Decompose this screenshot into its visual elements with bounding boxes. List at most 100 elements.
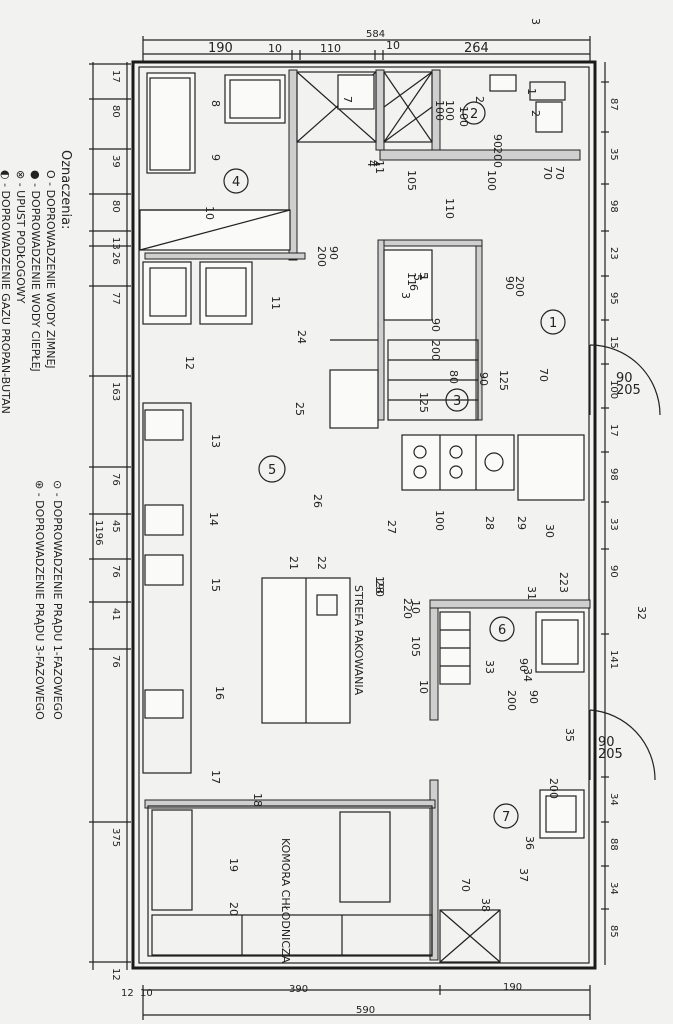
internal-dimension: 110	[443, 198, 456, 219]
item-number: 13	[209, 434, 222, 448]
legend-item-cold-water: O - DOPROWADZENIE WODY ZIMNEJ	[44, 170, 57, 369]
item-number: 31	[525, 586, 538, 600]
hatched-areas	[296, 71, 501, 963]
door-1-width: 90	[616, 371, 633, 386]
legend-item-hot-water: ● - DOPROWADZENIE WODY CIEPŁEJ	[29, 170, 42, 372]
dim-right-value: 95	[608, 292, 619, 305]
item-number: 34	[521, 668, 534, 682]
dim-right-value: 33	[608, 518, 619, 531]
dim-top-4: 10	[386, 39, 400, 52]
dim-right-value: 100	[608, 380, 619, 399]
dim-left-value: 13	[110, 237, 121, 250]
room-1-marker: 1	[540, 309, 566, 335]
internal-dimension: 5	[417, 272, 430, 279]
room-4-fixtures	[146, 72, 566, 174]
legend: Oznaczenia: O - DOPROWADZENIE WODY ZIMNE…	[0, 150, 73, 720]
internal-dimension: 10	[409, 600, 422, 614]
internal-dimension: 70	[537, 368, 550, 382]
legend-title: Oznaczenia:	[58, 150, 73, 229]
dim-right-value: 34	[608, 882, 619, 895]
internal-dimension: 100	[443, 100, 456, 121]
item-number: 2	[529, 110, 542, 117]
dim-top-total: 584	[366, 29, 385, 40]
dim-right-value: 85	[608, 925, 619, 938]
top-dimensions: 584 190 10 110 10 264	[142, 29, 591, 62]
internal-dimension: 105	[409, 636, 422, 657]
item-number: 22	[315, 556, 328, 570]
left-counters	[142, 261, 253, 774]
item-number: 14	[207, 512, 220, 526]
item-number: 26	[311, 494, 324, 508]
internal-dimension: 125	[497, 370, 510, 391]
legend-item-gas: ◐ - DOPROWADZENIE GAZU PROPAN-BUTAN	[0, 170, 12, 414]
internal-dimension: 90	[517, 658, 530, 672]
room-numbers: 1 2 3 4 5 6 7	[223, 101, 566, 829]
item-number: 19	[227, 858, 240, 872]
room-2-marker: 2	[462, 101, 486, 125]
item-number: 29	[515, 516, 528, 530]
item-number: 27	[385, 520, 398, 534]
dim-top-1: 190	[208, 41, 233, 56]
dim-left-total: 1196	[93, 520, 104, 545]
packing-table: STREFA PAKOWANIA	[261, 577, 365, 724]
internal-dimension: 190	[373, 576, 386, 597]
room-6-number: 6	[498, 623, 506, 638]
dim-left-value: 41	[110, 608, 121, 621]
item-number: 16	[213, 686, 226, 700]
dim-right-value: 90	[608, 565, 619, 578]
cold-room-label: KOMORA CHŁODNICZA	[279, 838, 292, 964]
legend-item-power-1phase: ⊙ - DOPROWADZENIE PRĄDU 1-FAZOWEGO	[51, 480, 64, 720]
internal-dimension: 70	[459, 878, 472, 892]
item-number: 17	[209, 770, 222, 784]
dim-left-value: 45	[110, 520, 121, 533]
item-number: 10	[203, 206, 216, 220]
internal-dimension: 2	[473, 96, 486, 103]
item-number: 20	[227, 902, 240, 916]
internal-dimension: 200	[547, 778, 560, 799]
internal-dimension: 11	[405, 272, 418, 286]
room-3-marker: 3	[445, 388, 469, 412]
dim-right-value: 15	[608, 336, 619, 349]
dim-top-2: 10	[268, 42, 282, 55]
item-number: 12	[183, 356, 196, 370]
item-number: 25	[293, 402, 306, 416]
dim-right-value: 88	[608, 838, 619, 851]
item-number: 23	[373, 580, 386, 594]
dim-bottom-total: 590	[356, 1005, 375, 1016]
item-number: 1	[417, 274, 430, 281]
room-1-number: 1	[549, 316, 557, 331]
internal-dimension: 90	[503, 276, 516, 290]
dim-top-5: 264	[464, 41, 489, 56]
item-number: 28	[483, 516, 496, 530]
internal-dimension: 100	[433, 510, 446, 531]
dim-left-value: 12	[110, 968, 121, 981]
item-number: 18	[251, 793, 264, 807]
dim-bottom-4: 190	[503, 982, 522, 993]
dim-left-value: 39	[110, 155, 121, 168]
legend-item-floor-drain: ⊗ - UPUST PODŁOGOWY	[14, 170, 27, 304]
legend-item-power-3phase: ⊛ - DOPROWADZENIE PRĄDU 3-FAZOWEGO	[33, 480, 46, 720]
room-3-fixtures	[329, 249, 479, 429]
dim-right-value: 35	[608, 148, 619, 161]
internal-dimension: 11	[373, 160, 386, 174]
door-1-height: 205	[616, 383, 641, 398]
internal-dimension: 90	[429, 318, 442, 332]
internal-dimension: 90	[527, 690, 540, 704]
dim-left-value: 375	[110, 828, 121, 847]
dim-top-3: 110	[320, 42, 341, 55]
room-6-fixtures	[439, 611, 585, 685]
dim-right-value: 34	[608, 793, 619, 806]
room-7-number: 7	[502, 810, 510, 825]
packing-zone-label: STREFA PAKOWANIA	[352, 585, 365, 696]
item-number: 3	[399, 292, 412, 299]
internal-dimension: 100	[433, 100, 446, 121]
dim-right-value: 23	[608, 247, 619, 260]
internal-dimension: 200	[513, 276, 526, 297]
internal-dimension: 70	[553, 166, 566, 180]
cold-room: KOMORA CHŁODNICZA	[147, 805, 433, 964]
internal-dimension: 1	[525, 88, 538, 95]
dim-left-value: 80	[110, 105, 121, 118]
